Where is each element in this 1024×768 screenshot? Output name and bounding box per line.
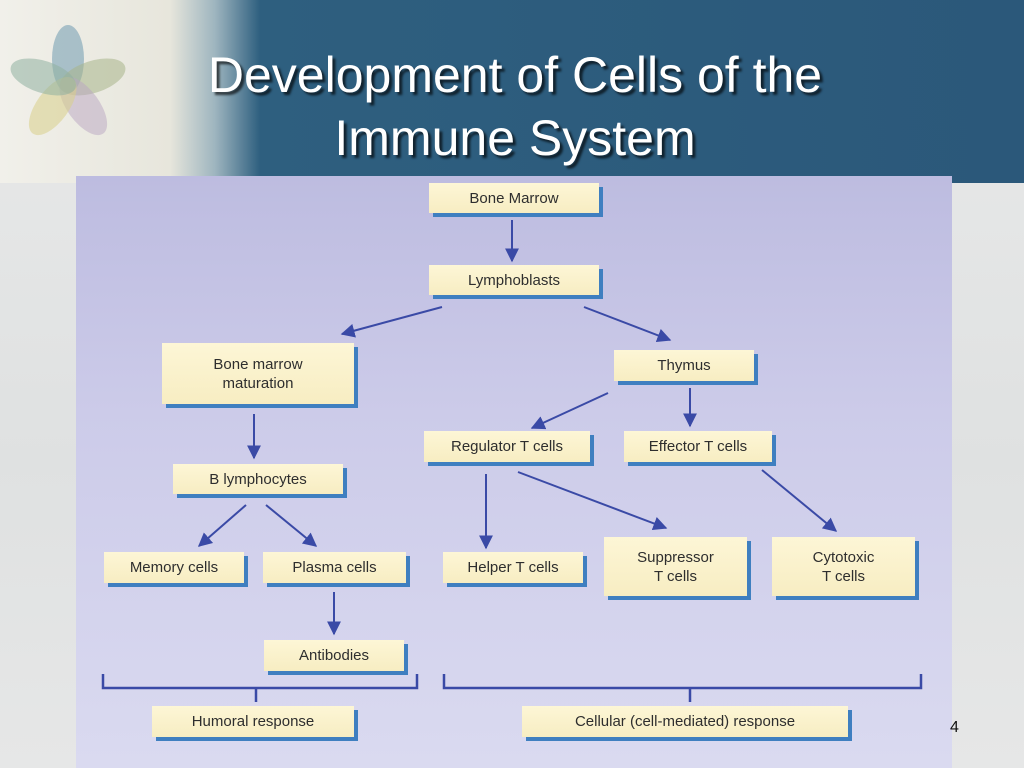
flower-logo-icon — [10, 25, 126, 136]
arrow-regulator-to-suppressor — [517, 471, 668, 531]
box-bone-marrow-label: Bone Marrow — [469, 189, 559, 207]
box-humoral-response-label: Humoral response — [191, 713, 315, 730]
box-effector-t-cells: Effector T cells — [624, 431, 772, 462]
box-helper-t-cells: Helper T cells — [443, 552, 583, 583]
box-memory-cells-label: Memory cells — [129, 559, 219, 576]
box-plasma-cells-label: Plasma cells — [292, 559, 377, 576]
slide-title-line-2: Immune System — [334, 110, 696, 166]
page-number: 4 — [950, 719, 959, 736]
box-b-lymphocytes-label: B lymphocytes — [209, 470, 307, 488]
box-antibodies: Antibodies — [264, 640, 404, 671]
box-plasma-cells: Plasma cells — [263, 552, 406, 583]
box-bone-marrow: Bone Marrow — [429, 183, 599, 213]
arrow-thymus-to-regulator — [530, 392, 609, 430]
box-helper-t-cells-label: Helper T cells — [467, 559, 559, 576]
slide-title: Development of Cells of the Immune Syste… — [90, 44, 940, 170]
box-thymus-label: Thymus — [657, 357, 711, 374]
box-regulator-t-cells: Regulator T cells — [424, 431, 590, 462]
box-lymphoblasts-label: Lymphoblasts — [468, 271, 560, 289]
box-cellular-response: Cellular (cell-mediated) response — [522, 706, 848, 737]
bracket-cellular — [442, 674, 923, 702]
bracket-humoral — [101, 674, 419, 702]
arrow-b-lymphocytes-to-memory — [197, 504, 247, 547]
box-memory-cells: Memory cells — [104, 552, 244, 583]
box-thymus: Thymus — [614, 350, 754, 381]
slide-title-line-1: Development of Cells of the — [207, 47, 823, 103]
box-lymphoblasts: Lymphoblasts — [429, 265, 599, 295]
arrow-lymphoblasts-to-thymus — [583, 306, 672, 343]
box-antibodies-label: Antibodies — [298, 647, 370, 664]
box-effector-t-cells-label: Effector T cells — [648, 438, 748, 455]
box-humoral-response: Humoral response — [152, 706, 354, 737]
slide-header: Development of Cells of the Immune Syste… — [0, 0, 1024, 183]
arrow-b-lymphocytes-to-plasma — [265, 504, 318, 547]
diagram-connectors — [101, 220, 923, 702]
arrow-effector-to-cytotoxic — [761, 469, 838, 532]
arrow-lymphoblasts-to-bone-marrow-maturation — [340, 306, 443, 338]
box-b-lymphocytes: B lymphocytes — [173, 464, 343, 494]
box-cellular-response-label: Cellular (cell-mediated) response — [574, 713, 796, 730]
box-regulator-t-cells-label: Regulator T cells — [450, 438, 563, 455]
